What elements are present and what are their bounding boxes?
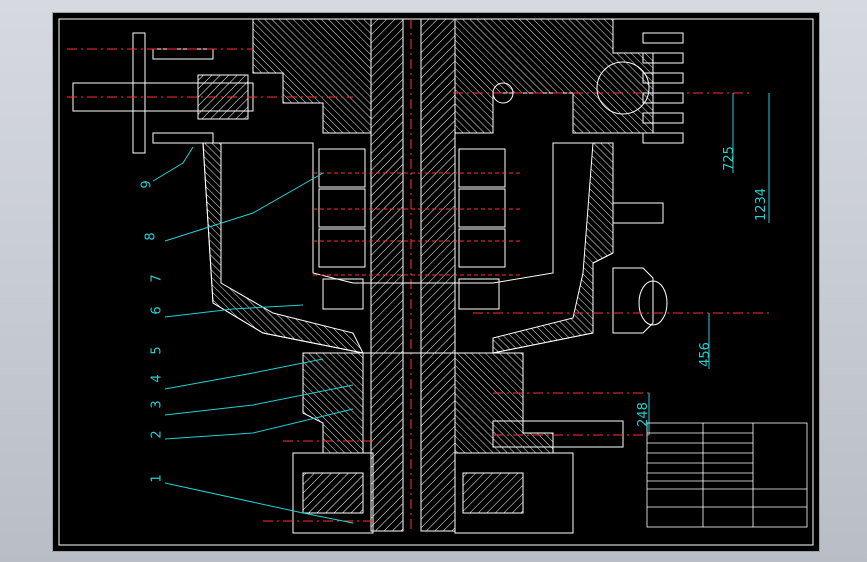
callout-6: 6 bbox=[149, 306, 165, 315]
callout-1: 1 bbox=[149, 474, 165, 483]
callout-4: 4 bbox=[149, 374, 165, 383]
callout-leaders bbox=[152, 146, 354, 524]
casing bbox=[202, 142, 614, 354]
section-centerlines bbox=[67, 48, 523, 522]
callout-2: 2 bbox=[149, 430, 165, 439]
dimension-lines bbox=[648, 93, 770, 435]
lower-housing bbox=[292, 352, 574, 534]
dimension-1234-label: 1234 bbox=[754, 187, 770, 222]
output-shafts bbox=[453, 92, 773, 448]
assembly-drawing bbox=[58, 18, 814, 546]
input-shaft bbox=[67, 32, 353, 154]
callout-3: 3 bbox=[149, 400, 165, 409]
dimension-248-label: 248 bbox=[635, 402, 651, 427]
bolt-cluster bbox=[492, 32, 684, 144]
dimension-725-label: 725 bbox=[721, 146, 737, 171]
callout-9: 9 bbox=[139, 180, 155, 189]
callout-8: 8 bbox=[143, 232, 159, 241]
bearing-stack bbox=[318, 148, 506, 310]
main-shaft bbox=[370, 18, 456, 533]
title-block bbox=[646, 422, 808, 528]
callout-7: 7 bbox=[149, 274, 165, 283]
dimension-456-label: 456 bbox=[697, 342, 713, 367]
callout-5: 5 bbox=[149, 346, 165, 355]
cad-drawing-canvas[interactable]: 1 2 3 4 5 6 7 8 9 725 1234 456 248 bbox=[52, 12, 820, 552]
